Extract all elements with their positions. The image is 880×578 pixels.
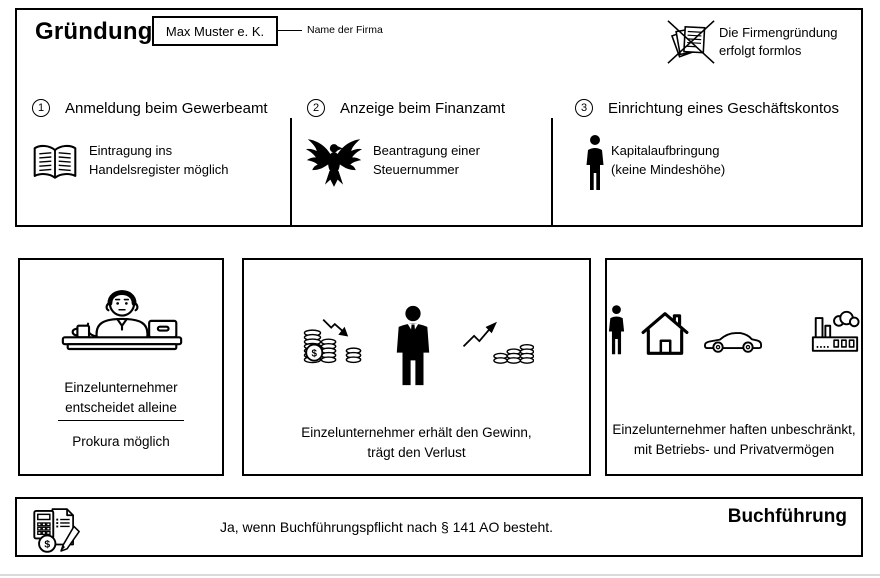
liability-card: Einzelunternehmer haften unbeschränkt, m… bbox=[605, 258, 863, 476]
step-3-title: Einrichtung eines Geschäftskontos bbox=[608, 100, 839, 117]
step-1-title: Anmeldung beim Gewerbeamt bbox=[65, 100, 268, 117]
house-icon bbox=[640, 310, 690, 357]
open-book-icon bbox=[31, 138, 79, 188]
founding-section: Gründung Max Muster e. K. Name der Firma bbox=[15, 8, 863, 227]
bookkeeping-icon: $ bbox=[30, 504, 80, 554]
profit-loss-text: Einzelunternehmer erhält den Gewinn, trä… bbox=[301, 425, 532, 460]
formless-note: Die Firmengründung erfolgt formlos bbox=[719, 25, 838, 58]
step-2-note: Beantragung einer Steuernummer bbox=[373, 143, 480, 177]
page-edge-line bbox=[0, 574, 880, 576]
connector-line bbox=[278, 30, 302, 31]
crossed-documents-icon bbox=[665, 18, 717, 66]
factory-icon bbox=[809, 308, 861, 357]
step-3-note: Kapitalaufbringung (keine Mindeshöhe) bbox=[611, 143, 726, 177]
step-1-number: 1 bbox=[32, 99, 50, 117]
eagle-icon bbox=[305, 132, 363, 190]
step-3-number: 3 bbox=[575, 99, 593, 117]
decision-card: Einzelunternehmer entscheidet alleine Pr… bbox=[18, 258, 224, 476]
column-divider bbox=[551, 118, 553, 225]
bookkeeping-section: $ Ja, wenn Buchführungspflicht nach § 14… bbox=[15, 497, 863, 557]
decision-text: Einzelunternehmer entscheidet alleine bbox=[64, 380, 178, 415]
entrepreneur-at-desk-icon bbox=[58, 276, 186, 358]
growing-coins-icon bbox=[460, 314, 534, 370]
firm-name-box: Max Muster e. K. bbox=[152, 16, 278, 46]
profit-loss-card: $ bbox=[242, 258, 591, 476]
svg-text:$: $ bbox=[44, 540, 50, 551]
standing-person-icon bbox=[584, 134, 606, 192]
card-divider bbox=[58, 420, 184, 421]
profit-loss-icons: $ bbox=[244, 304, 589, 388]
bookkeeping-title: Buchführung bbox=[727, 506, 847, 527]
step-2-title: Anzeige beim Finanzamt bbox=[340, 100, 506, 117]
businessman-icon bbox=[392, 304, 434, 388]
step-1-note: Eintragung ins Handelsregister möglich bbox=[89, 143, 229, 177]
svg-text:$: $ bbox=[311, 348, 317, 359]
page-title: Gründung bbox=[35, 18, 153, 45]
bookkeeping-answer: Ja, wenn Buchführungspflicht nach § 141 … bbox=[219, 519, 554, 535]
column-divider bbox=[290, 118, 292, 225]
person-icon bbox=[607, 304, 626, 357]
liability-icons bbox=[607, 304, 861, 357]
firm-name-label: Name der Firma bbox=[307, 24, 383, 36]
declining-coins-icon: $ bbox=[300, 312, 366, 370]
step-2-number: 2 bbox=[307, 99, 325, 117]
prokura-text: Prokura möglich bbox=[72, 434, 170, 449]
firm-name-text: Max Muster e. K. bbox=[165, 23, 265, 39]
car-icon bbox=[704, 329, 762, 354]
liability-text: Einzelunternehmer haften unbeschränkt, m… bbox=[612, 422, 856, 457]
